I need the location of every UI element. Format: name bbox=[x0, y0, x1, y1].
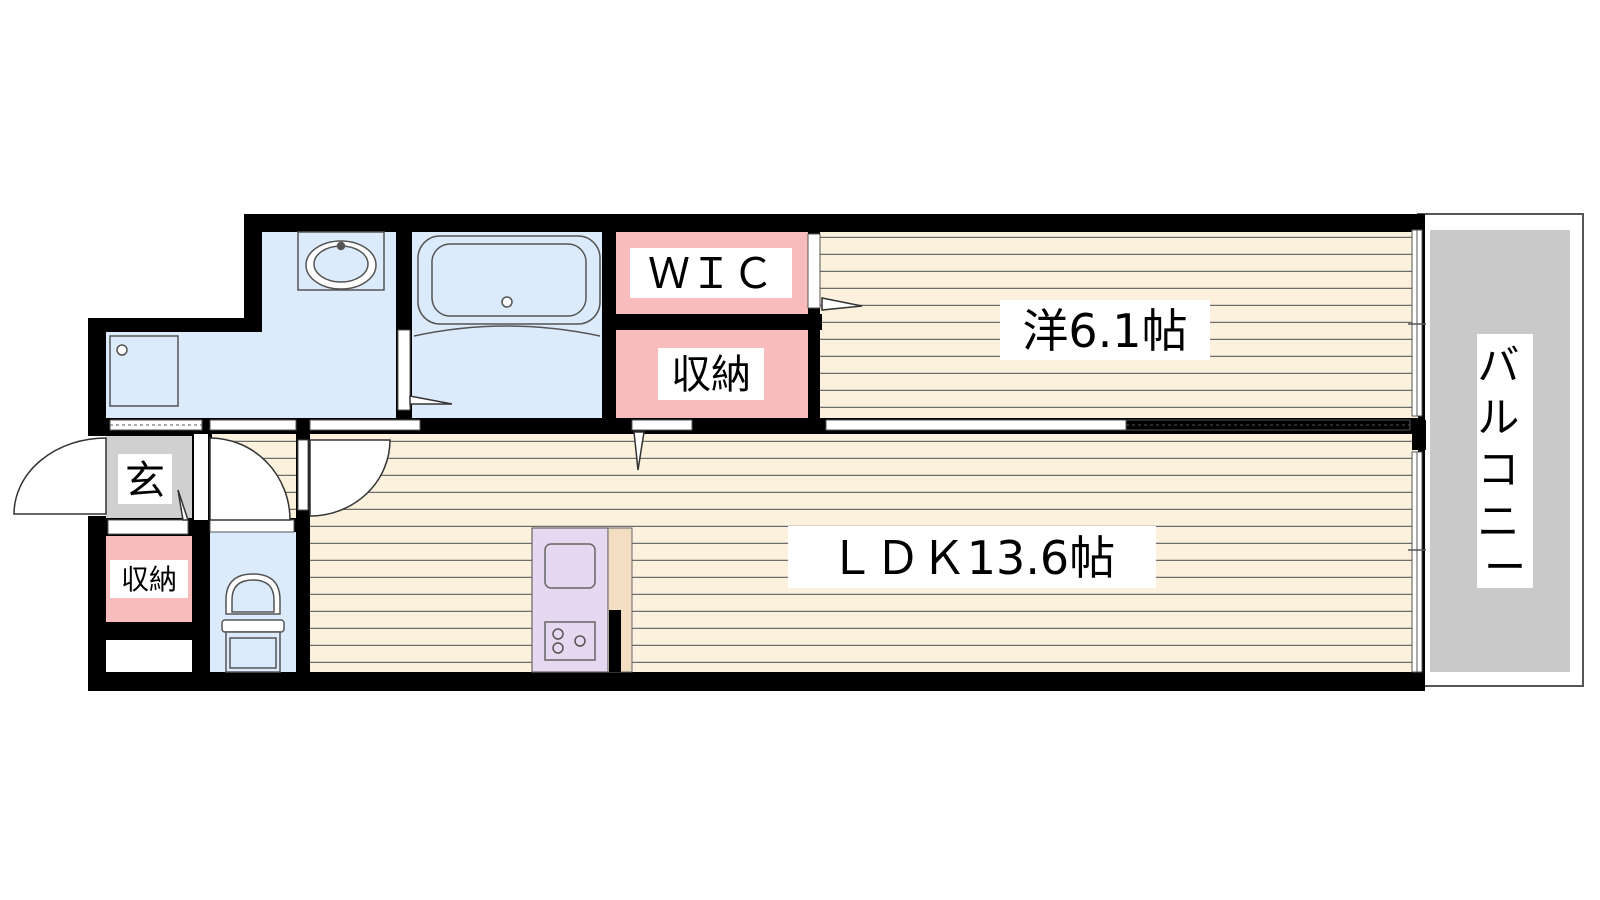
wic-label: ＷＩＣ bbox=[648, 249, 774, 298]
toilet-icon bbox=[221, 573, 285, 673]
storage-label-bg bbox=[658, 348, 764, 400]
balcony-label: バ ル コ ニ ー bbox=[1477, 341, 1532, 592]
bathtub-icon bbox=[413, 235, 601, 337]
wic-label-bg bbox=[630, 248, 792, 298]
ldk-label-bg bbox=[788, 526, 1156, 588]
stove-icon bbox=[552, 628, 586, 654]
storage-entrance-label-bg bbox=[110, 560, 188, 598]
storage-label: 収納 bbox=[671, 352, 751, 398]
sink-icon bbox=[544, 543, 596, 589]
storage-entrance-label: 収納 bbox=[121, 563, 177, 596]
kitchen-counter bbox=[531, 527, 633, 673]
entrance-label-bg bbox=[118, 454, 172, 504]
ldk-label: ＬＤＫ13.6帖 bbox=[829, 531, 1115, 585]
western-room-label: 洋6.1帖 bbox=[1022, 304, 1187, 358]
washbasin-icon bbox=[297, 231, 385, 291]
shoe-closet bbox=[106, 640, 192, 672]
western-room-label-bg bbox=[1000, 300, 1210, 360]
door-swings bbox=[13, 297, 863, 521]
washing-machine-icon bbox=[109, 335, 179, 407]
entrance-label: 玄 bbox=[125, 458, 165, 504]
balcony: バ ル コ ニ ー bbox=[1417, 213, 1584, 687]
